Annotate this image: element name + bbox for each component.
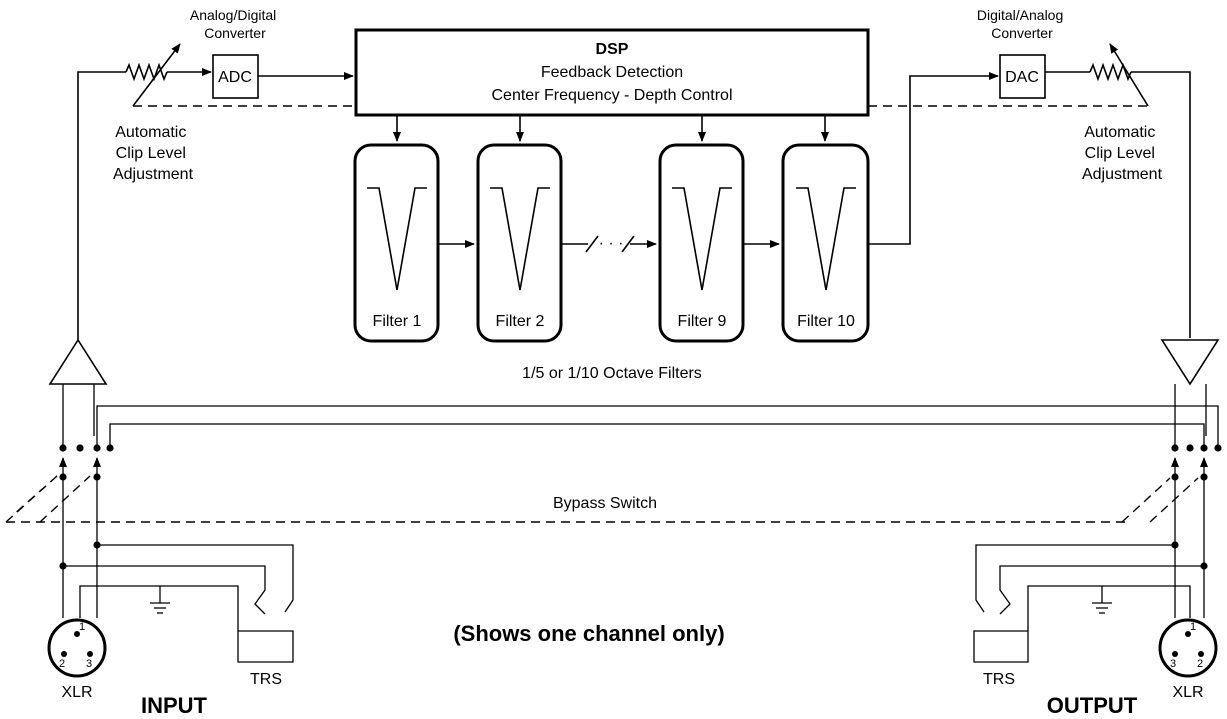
bypass-switch-label: Bypass Switch — [553, 495, 657, 512]
channel-note: (Shows one channel only) — [453, 621, 724, 646]
dac-box — [999, 54, 1046, 99]
filter10-to-dac — [868, 72, 999, 245]
input-pot-wiper — [132, 43, 181, 107]
input-bypass-switch — [59, 384, 114, 481]
svg-text:2: 2 — [1197, 658, 1203, 670]
dac-caption: Digital/Analog Converter — [977, 7, 1067, 41]
dsp-line2: Center Frequency - Depth Control — [492, 87, 733, 104]
svg-text:1: 1 — [1190, 621, 1196, 633]
input-xlr-label: XLR — [61, 684, 92, 701]
chain-ellipsis: · · · — [599, 235, 624, 252]
output-potentiometer — [1089, 62, 1132, 82]
bypass-dash-diag-left-2 — [39, 475, 91, 523]
svg-text:1: 1 — [79, 621, 85, 633]
svg-text:3: 3 — [1170, 658, 1176, 670]
output-section-label: OUTPUT — [1047, 693, 1138, 718]
filter-9: Filter 9 — [658, 143, 745, 343]
filter-2: Filter 2 — [476, 143, 563, 343]
adc-label: ADC — [218, 69, 252, 86]
chain-break-slash-2 — [621, 235, 635, 253]
output-pot-wiper — [1109, 43, 1149, 107]
filter-10: Filter 10 — [781, 143, 870, 343]
bypass-bus-outer — [96, 405, 1219, 448]
chain-break-slash-1 — [585, 235, 599, 253]
output-xlr-connector-icon: 1 3 2 — [1158, 618, 1218, 678]
bypass-switch-dashed-line — [5, 475, 58, 523]
svg-text:3: 3 — [86, 658, 92, 670]
bypass-dash-diag-right-2 — [1149, 477, 1199, 523]
dsp-box — [354, 28, 870, 117]
filter-2-label: Filter 2 — [496, 313, 545, 330]
filter-1: Filter 1 — [353, 143, 440, 343]
input-potentiometer — [125, 62, 168, 82]
input-trs-label: TRS — [250, 671, 282, 688]
clip-label-left: Automatic Clip Level Adjustment — [113, 124, 194, 183]
filter-9-label: Filter 9 — [678, 313, 727, 330]
adc-box — [212, 54, 259, 99]
pot-to-output-line — [1131, 71, 1191, 338]
dac-label: DAC — [1005, 69, 1039, 86]
output-ground-icon — [1092, 586, 1112, 614]
bypass-bus-inner — [109, 423, 1205, 448]
filter-10-label: Filter 10 — [797, 313, 855, 330]
filter-1-label: Filter 1 — [373, 313, 422, 330]
input-wiring — [59, 477, 294, 663]
input-section-label: INPUT — [141, 693, 208, 718]
output-wiring — [973, 477, 1208, 663]
output-amplifier-icon — [1160, 339, 1220, 386]
input-amplifier-icon — [48, 338, 108, 385]
input-xlr-connector-icon: 1 2 3 — [47, 618, 107, 678]
svg-text:2: 2 — [59, 658, 65, 670]
output-bypass-switch — [1171, 384, 1222, 481]
input-signal-line — [77, 71, 126, 340]
output-trs-label: TRS — [983, 671, 1015, 688]
filter-caption: 1/5 or 1/10 Octave Filters — [522, 365, 702, 382]
bypass-dash-diag-right-1 — [1121, 477, 1171, 523]
adc-caption: Analog/Digital Converter — [190, 7, 280, 41]
dsp-line1: Feedback Detection — [541, 64, 683, 81]
clip-label-right: Automatic Clip Level Adjustment — [1082, 124, 1163, 183]
input-ground-icon — [150, 586, 170, 614]
dsp-title: DSP — [596, 41, 629, 58]
output-xlr-label: XLR — [1172, 684, 1203, 701]
